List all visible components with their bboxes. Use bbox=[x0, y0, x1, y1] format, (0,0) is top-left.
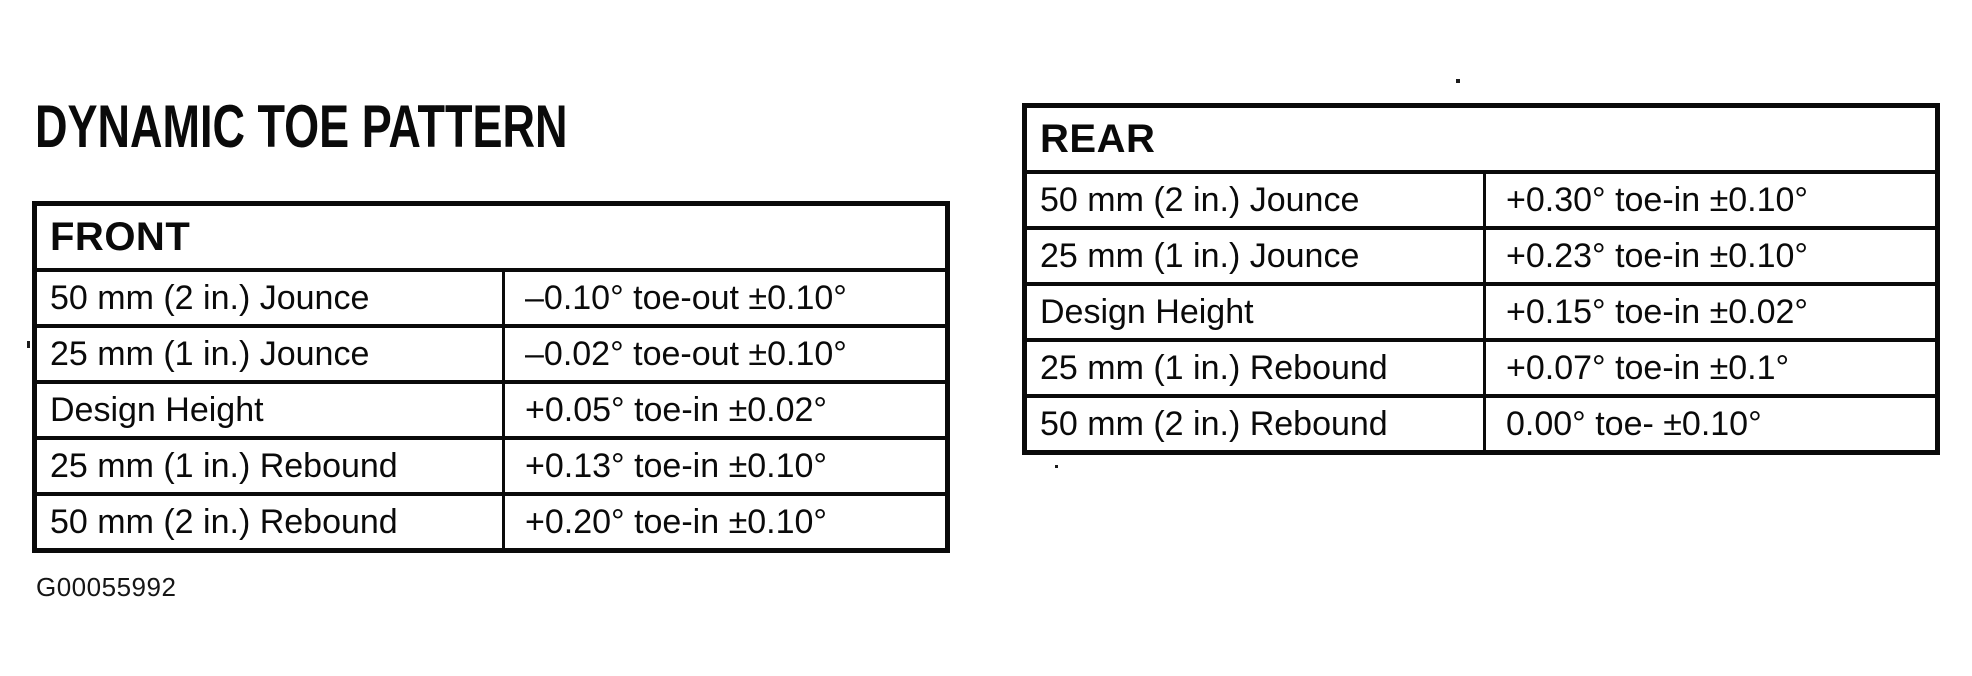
row-label: 50 mm (2 in.) Rebound bbox=[1027, 398, 1486, 450]
front-spec-table: FRONT 50 mm (2 in.) Jounce –0.10° toe-ou… bbox=[32, 201, 950, 553]
table-row: Design Height +0.15° toe-in ±0.02° bbox=[1027, 286, 1935, 342]
table-row: 50 mm (2 in.) Rebound 0.00° toe- ±0.10° bbox=[1027, 398, 1935, 450]
row-label: 25 mm (1 in.) Rebound bbox=[37, 440, 505, 492]
row-label: 25 mm (1 in.) Jounce bbox=[1027, 230, 1486, 282]
table-row: 25 mm (1 in.) Jounce +0.23° toe-in ±0.10… bbox=[1027, 230, 1935, 286]
table-row: Design Height +0.05° toe-in ±0.02° bbox=[37, 384, 945, 440]
front-table-header: FRONT bbox=[37, 206, 945, 272]
row-value: +0.07° toe-in ±0.1° bbox=[1506, 348, 1790, 387]
front-table-header-label: FRONT bbox=[50, 214, 191, 259]
row-value: +0.23° toe-in ±0.10° bbox=[1506, 236, 1808, 275]
row-label: 50 mm (2 in.) Rebound bbox=[37, 496, 505, 548]
table-row: 50 mm (2 in.) Jounce +0.30° toe-in ±0.10… bbox=[1027, 174, 1935, 230]
row-label: 50 mm (2 in.) Jounce bbox=[1027, 174, 1486, 226]
row-label: Design Height bbox=[1027, 286, 1486, 338]
row-label: Design Height bbox=[37, 384, 505, 436]
scan-speck bbox=[1055, 465, 1058, 468]
table-row: 50 mm (2 in.) Rebound +0.20° toe-in ±0.1… bbox=[37, 496, 945, 548]
rear-table-header: REAR bbox=[1027, 108, 1935, 174]
row-value: –0.02° toe-out ±0.10° bbox=[525, 334, 847, 373]
row-value: +0.20° toe-in ±0.10° bbox=[525, 502, 827, 541]
row-label: 50 mm (2 in.) Jounce bbox=[37, 272, 505, 324]
table-row: 25 mm (1 in.) Rebound +0.07° toe-in ±0.1… bbox=[1027, 342, 1935, 398]
row-value: +0.30° toe-in ±0.10° bbox=[1506, 180, 1808, 219]
row-value: +0.13° toe-in ±0.10° bbox=[525, 446, 827, 485]
page-title: DYNAMIC TOE PATTERN bbox=[35, 93, 568, 160]
row-label: 25 mm (1 in.) Rebound bbox=[1027, 342, 1486, 394]
scan-speck bbox=[1456, 79, 1460, 83]
row-label: 25 mm (1 in.) Jounce bbox=[37, 328, 505, 380]
table-row: 25 mm (1 in.) Rebound +0.13° toe-in ±0.1… bbox=[37, 440, 945, 496]
row-value: +0.15° toe-in ±0.02° bbox=[1506, 292, 1808, 331]
table-row: 50 mm (2 in.) Jounce –0.10° toe-out ±0.1… bbox=[37, 272, 945, 328]
row-value: +0.05° toe-in ±0.02° bbox=[525, 390, 827, 429]
row-value: –0.10° toe-out ±0.10° bbox=[525, 278, 847, 317]
scan-speck bbox=[27, 341, 30, 348]
row-value: 0.00° toe- ±0.10° bbox=[1506, 404, 1762, 443]
rear-table-header-label: REAR bbox=[1040, 116, 1156, 161]
table-row: 25 mm (1 in.) Jounce –0.02° toe-out ±0.1… bbox=[37, 328, 945, 384]
rear-spec-table: REAR 50 mm (2 in.) Jounce +0.30° toe-in … bbox=[1022, 103, 1940, 455]
figure-id: G00055992 bbox=[36, 572, 177, 602]
